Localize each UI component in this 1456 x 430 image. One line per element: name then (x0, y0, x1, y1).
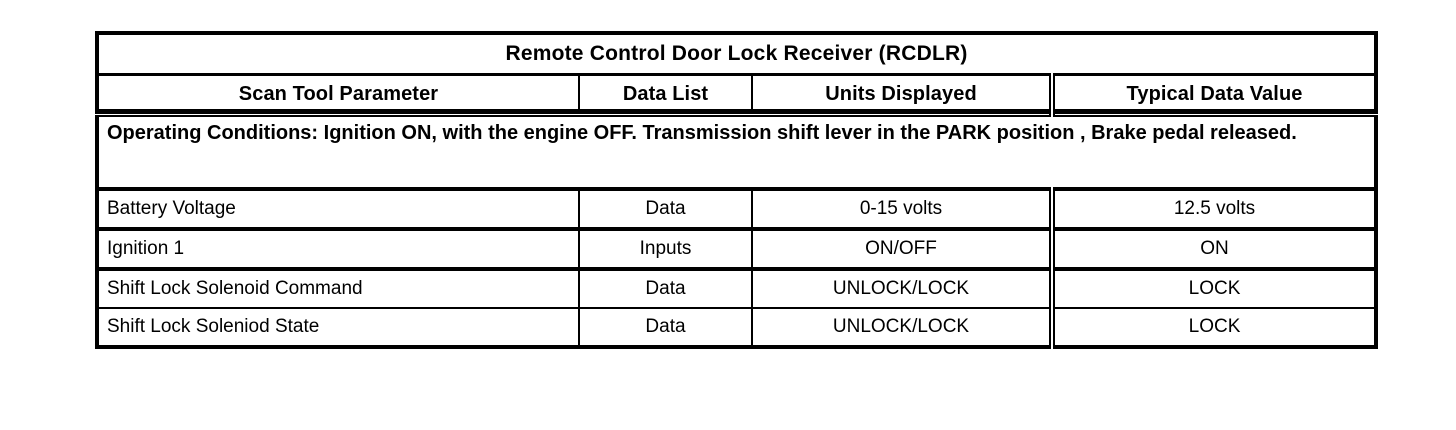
scan-tool-parameter-table: Remote Control Door Lock Receiver (RCDLR… (95, 31, 1379, 349)
column-header-scan-tool-parameter: Scan Tool Parameter (96, 73, 580, 117)
table-row: Shift Lock Solenoid Command Data UNLOCK/… (96, 267, 1378, 309)
cell-units: ON/OFF (751, 227, 1053, 270)
column-header-units-displayed: Units Displayed (751, 73, 1053, 117)
cell-data-list: Inputs (578, 227, 753, 270)
table-title: Remote Control Door Lock Receiver (RCDLR… (95, 32, 1378, 76)
cell-typical-value: 12.5 volts (1048, 187, 1378, 230)
column-header-typical-data-value: Typical Data Value (1048, 73, 1378, 117)
cell-parameter: Ignition 1 (96, 227, 580, 270)
table-row: Shift Lock Soleniod State Data UNLOCK/LO… (96, 307, 1378, 349)
cell-data-list: Data (578, 307, 753, 349)
cell-units: UNLOCK/LOCK (751, 307, 1053, 349)
cell-typical-value: ON (1048, 227, 1378, 270)
cell-data-list: Data (578, 267, 753, 309)
cell-parameter: Shift Lock Soleniod State (96, 307, 580, 349)
cell-parameter: Battery Voltage (96, 187, 580, 230)
cell-typical-value: LOCK (1048, 307, 1378, 349)
table-header-row: Scan Tool Parameter Data List Units Disp… (96, 73, 1378, 117)
operating-conditions-text: Operating Conditions: Ignition ON, with … (95, 113, 1378, 191)
table-row: Battery Voltage Data 0-15 volts 12.5 vol… (96, 187, 1378, 230)
table-row: Ignition 1 Inputs ON/OFF ON (96, 227, 1378, 270)
cell-data-list: Data (578, 187, 753, 230)
cell-typical-value: LOCK (1048, 267, 1378, 309)
operating-conditions-row: Operating Conditions: Ignition ON, with … (95, 113, 1378, 191)
cell-units: 0-15 volts (751, 187, 1053, 230)
cell-parameter: Shift Lock Solenoid Command (96, 267, 580, 309)
column-header-data-list: Data List (578, 73, 753, 117)
cell-units: UNLOCK/LOCK (751, 267, 1053, 309)
table-title-row: Remote Control Door Lock Receiver (RCDLR… (95, 32, 1378, 76)
